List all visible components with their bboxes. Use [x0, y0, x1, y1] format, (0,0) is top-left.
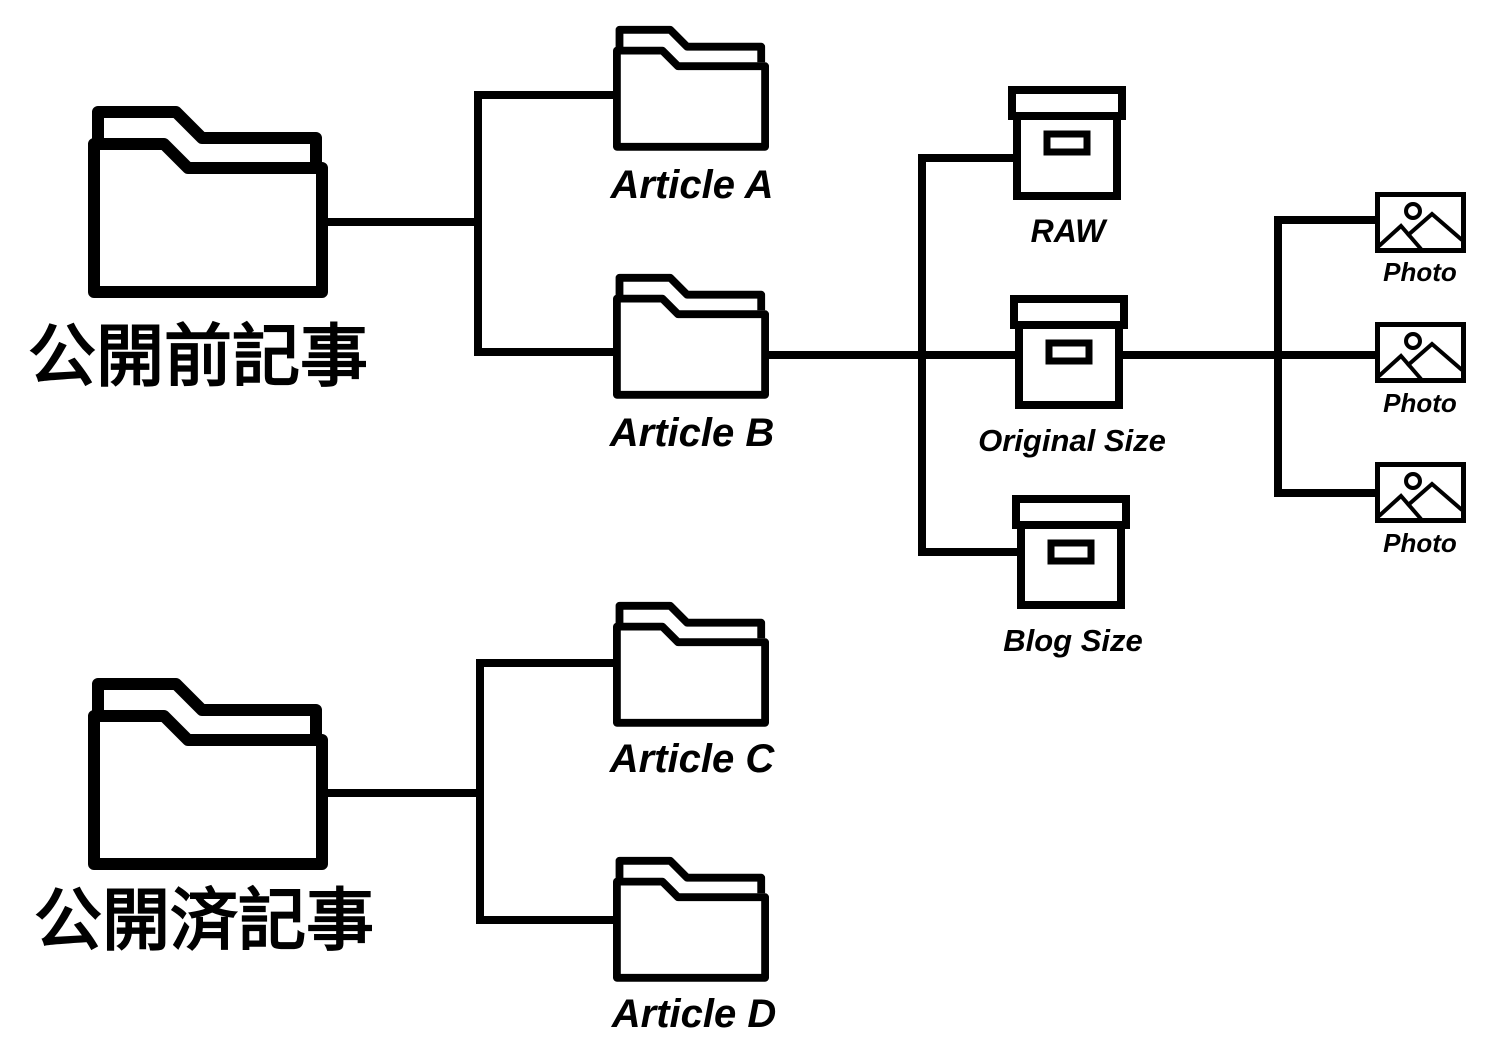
box-node-blog-size[interactable]: Blog Size	[1003, 499, 1143, 658]
article-node-d[interactable]: Article D	[611, 861, 777, 1036]
box-label: Original Size	[978, 423, 1166, 458]
image-icon	[1378, 325, 1464, 381]
folder-icon	[617, 278, 765, 395]
archive-box-icon	[1016, 499, 1126, 605]
article-label: Article A	[609, 163, 773, 207]
folder-icon	[617, 606, 765, 723]
article-node-a[interactable]: Article A	[609, 30, 774, 207]
root-label: 公開前記事	[28, 318, 368, 397]
box-node-original-size[interactable]: Original Size	[978, 299, 1166, 458]
connectors	[324, 91, 1379, 924]
article-label: Article B	[609, 411, 775, 455]
root-node-published[interactable]: 公開済記事	[34, 684, 374, 961]
box-label: Blog Size	[1003, 623, 1143, 658]
folder-icon	[94, 684, 322, 864]
article-node-b[interactable]: Article B	[609, 278, 775, 455]
archive-box-icon	[1014, 299, 1124, 405]
archive-box-icon	[1012, 90, 1122, 196]
root-node-unpublished[interactable]: 公開前記事	[28, 112, 368, 397]
image-icon	[1378, 195, 1464, 251]
photo-label: Photo	[1383, 388, 1457, 418]
image-icon	[1378, 465, 1464, 521]
article-label: Article D	[611, 992, 777, 1036]
folder-icon	[617, 861, 765, 978]
root-label: 公開済記事	[34, 882, 374, 961]
box-label: RAW	[1031, 213, 1108, 249]
photo-node-3[interactable]: Photo	[1378, 465, 1464, 559]
article-label: Article C	[609, 737, 776, 781]
folder-icon	[94, 112, 322, 292]
photo-node-1[interactable]: Photo	[1378, 195, 1464, 288]
photo-label: Photo	[1383, 257, 1457, 287]
photo-node-2[interactable]: Photo	[1378, 325, 1464, 419]
article-node-c[interactable]: Article C	[609, 606, 776, 781]
folder-icon	[617, 30, 765, 147]
photo-label: Photo	[1383, 528, 1457, 558]
box-node-raw[interactable]: RAW	[1012, 90, 1122, 249]
